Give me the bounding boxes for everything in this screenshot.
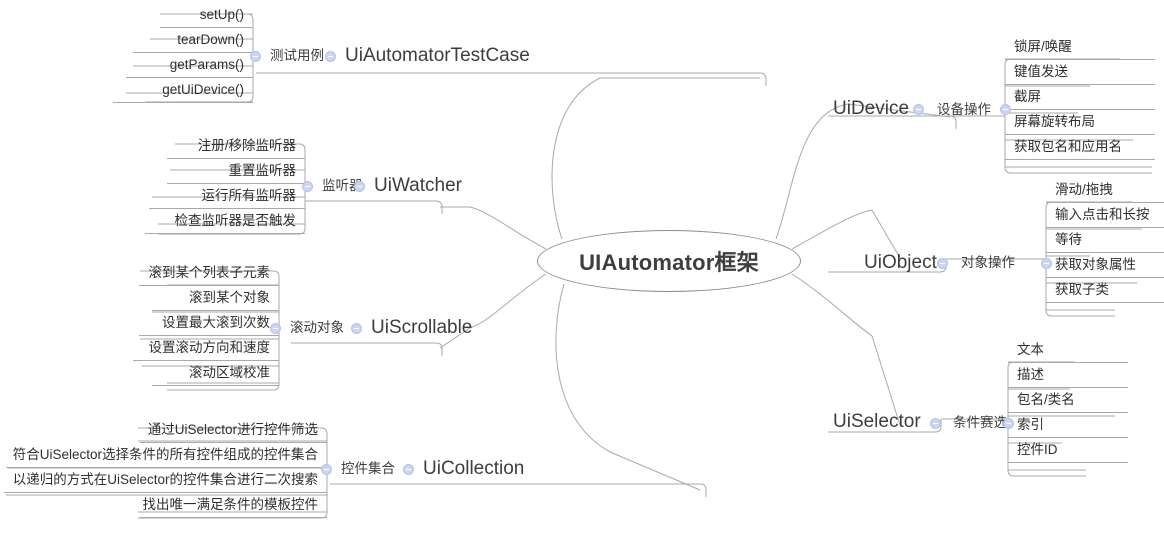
leaf-group-device: 锁屏/唤醒 键值发送 截屏 屏幕旋转布局 获取包名和应用名	[1005, 35, 1155, 160]
leaf-group-testcase: setUp() tearDown() getParams() getUiDevi…	[113, 3, 253, 103]
leaf-group-selector: 文本 描述 包名/类名 索引 控件ID	[1008, 338, 1128, 463]
collapse-toggle-object-category-icon[interactable]	[1041, 258, 1052, 269]
collapse-toggle-testcase-category-icon[interactable]	[250, 51, 261, 62]
branch-node-object[interactable]: UiObject	[864, 252, 937, 273]
leaf-item[interactable]: 设置最大滚到次数	[139, 311, 279, 336]
branch-node-testcase[interactable]: UiAutomatorTestCase	[345, 45, 530, 66]
leaf-item[interactable]: 符合UiSelector选择条件的所有控件组成的控件集合	[6, 443, 327, 468]
leaf-item[interactable]: 包名/类名	[1008, 388, 1128, 413]
leaf-item[interactable]: 锁屏/唤醒	[1005, 35, 1155, 60]
collapse-toggle-collection-class-icon[interactable]	[403, 464, 414, 475]
root-node[interactable]: UIAutomator框架	[537, 230, 801, 292]
leaf-item[interactable]: 描述	[1008, 363, 1128, 388]
leaf-item[interactable]: 控件ID	[1008, 438, 1128, 463]
leaf-item[interactable]: 文本	[1008, 338, 1128, 363]
category-node-testcase[interactable]: 测试用例	[270, 48, 324, 63]
category-node-collection[interactable]: 控件集合	[341, 461, 395, 476]
leaf-item[interactable]: 滚到某个列表子元素	[139, 261, 279, 286]
leaf-item[interactable]: 重置监听器	[167, 159, 305, 184]
category-node-object[interactable]: 对象操作	[961, 255, 1015, 270]
leaf-item[interactable]: 注册/移除监听器	[167, 134, 305, 159]
leaf-item[interactable]: 输入点击和长按	[1046, 203, 1164, 228]
leaf-item[interactable]: 屏幕旋转布局	[1005, 110, 1155, 135]
collapse-toggle-scrollable-class-icon[interactable]	[351, 323, 362, 334]
category-node-selector[interactable]: 条件赛选	[953, 415, 1007, 430]
leaf-item[interactable]: 滚动区域校准	[152, 361, 279, 386]
leaf-item[interactable]: 滚到某个对象	[152, 286, 279, 311]
leaf-item[interactable]: 索引	[1008, 413, 1128, 438]
branch-node-scrollable[interactable]: UiScrollable	[371, 317, 473, 338]
leaf-item[interactable]: 运行所有监听器	[149, 184, 305, 209]
collapse-toggle-device-category-icon[interactable]	[1000, 104, 1011, 115]
collapse-toggle-selector-class-icon[interactable]	[930, 418, 941, 429]
leaf-item[interactable]: 通过UiSelector进行控件筛选	[140, 418, 327, 443]
leaf-item[interactable]: 找出唯一满足条件的模板控件	[140, 493, 327, 518]
leaf-item[interactable]: 获取包名和应用名	[1005, 135, 1155, 160]
leaf-item[interactable]: tearDown()	[133, 28, 253, 53]
collapse-toggle-device-class-icon[interactable]	[913, 104, 924, 115]
leaf-item[interactable]: 获取对象属性	[1046, 253, 1164, 278]
collapse-toggle-watcher-class-icon[interactable]	[354, 181, 365, 192]
collapse-toggle-selector-category-icon[interactable]	[1003, 418, 1014, 429]
leaf-item[interactable]: 检查监听器是否触发	[145, 209, 305, 234]
branch-node-collection[interactable]: UiCollection	[423, 458, 525, 479]
category-node-device[interactable]: 设备操作	[937, 102, 991, 117]
collapse-toggle-testcase-class-icon[interactable]	[325, 51, 336, 62]
leaf-item[interactable]: 截屏	[1005, 85, 1155, 110]
category-node-watcher[interactable]: 监听器	[322, 178, 363, 193]
leaf-item[interactable]: 以递归的方式在UiSelector的控件集合进行二次搜索	[4, 468, 327, 493]
leaf-item[interactable]: 等待	[1046, 228, 1164, 253]
collapse-toggle-object-class-icon[interactable]	[937, 258, 948, 269]
leaf-group-object: 滑动/拖拽 输入点击和长按 等待 获取对象属性 获取子类	[1046, 178, 1164, 303]
leaf-group-scrollable: 滚到某个列表子元素 滚到某个对象 设置最大滚到次数 设置滚动方向和速度 滚动区域…	[133, 261, 279, 386]
leaf-item[interactable]: 设置滚动方向和速度	[133, 336, 279, 361]
leaf-item[interactable]: 获取子类	[1046, 278, 1164, 303]
branch-node-watcher[interactable]: UiWatcher	[374, 175, 462, 196]
leaf-item[interactable]: 滑动/拖拽	[1046, 178, 1164, 203]
leaf-item[interactable]: getParams()	[126, 53, 253, 78]
collapse-toggle-scrollable-category-icon[interactable]	[270, 323, 281, 334]
branch-node-device[interactable]: UiDevice	[833, 98, 910, 119]
leaf-item[interactable]: getUiDevice()	[113, 78, 253, 103]
leaf-group-watcher: 注册/移除监听器 重置监听器 运行所有监听器 检查监听器是否触发	[145, 134, 305, 234]
collapse-toggle-collection-category-icon[interactable]	[321, 464, 332, 475]
leaf-group-collection: 通过UiSelector进行控件筛选 符合UiSelector选择条件的所有控件…	[4, 418, 327, 518]
branch-node-selector[interactable]: UiSelector	[833, 411, 921, 432]
root-label: UIAutomator框架	[579, 250, 759, 275]
collapse-toggle-watcher-category-icon[interactable]	[302, 181, 313, 192]
leaf-item[interactable]: setUp()	[160, 3, 253, 28]
category-node-scrollable[interactable]: 滚动对象	[290, 320, 344, 335]
leaf-item[interactable]: 键值发送	[1005, 60, 1155, 85]
